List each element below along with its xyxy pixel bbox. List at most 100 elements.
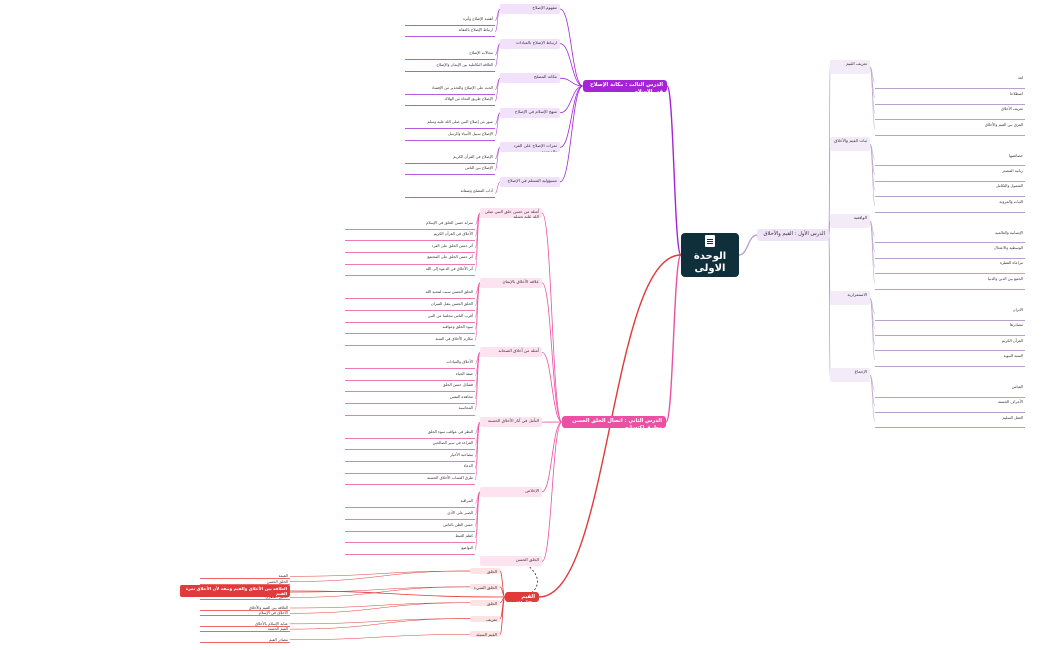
leaf-node[interactable]: طرق اكتساب الأخلاق الحسنة [345, 475, 475, 486]
connector-line [289, 602, 471, 609]
leaf-node[interactable]: الشمول والتكامل [875, 183, 1025, 198]
connector-line [289, 618, 471, 630]
branch-node[interactable]: ثمرات الإصلاح على الفرد والمجتمع [500, 142, 560, 153]
leaf-node[interactable]: الإصلاح سبيل الأنبياء والرسل [405, 131, 495, 141]
branch-node[interactable]: تعريف القيم [830, 60, 870, 74]
leaf-node[interactable]: القيم الحسنة [200, 626, 290, 633]
connector-line [666, 85, 682, 256]
branch-node[interactable]: الخلق الحسن [480, 556, 542, 567]
main-topic-left_top[interactable]: الدرس الثالث : مكانة الإصلاح في الإسلام [583, 80, 667, 92]
main-topic-right[interactable]: الدرس الأول : القيم والأخلاق [757, 229, 829, 241]
leaf-node[interactable]: أثر حسن الخلق على المجتمع [345, 254, 475, 265]
connector-line [474, 212, 481, 272]
branch-node[interactable]: القيم السيئة [470, 631, 500, 638]
branch-node[interactable]: أمثلة من أخلاق الصحابة [480, 347, 542, 358]
leaf-node[interactable]: الأخلاق في القرآن الكريم [345, 231, 475, 242]
leaf-node[interactable]: صفة الحياء [345, 371, 475, 381]
branch-node[interactable]: مكانة المصلح [500, 73, 560, 84]
leaf-node[interactable]: سوء الخلق وعواقبه [345, 324, 475, 335]
leaf-node[interactable]: الصبر على الأذى [345, 510, 475, 521]
leaf-node[interactable]: منزلة حسن الخلق في الإسلام [345, 220, 475, 230]
leaf-node[interactable]: مصادر القيم [200, 637, 290, 643]
leaf-node[interactable]: النظر في عواقب سوء الخلق [345, 429, 475, 439]
leaf-node[interactable]: صور من إصلاح النبي صلى الله عليه وسلم [405, 119, 495, 130]
branch-node[interactable]: أمثلة من حسن خلق النبي صلى الله عليه وسل… [480, 208, 542, 219]
leaf-node[interactable]: خصائصها [875, 153, 1025, 167]
root-node[interactable]: الوحدة الاولى [681, 233, 739, 277]
connector-line [289, 602, 471, 614]
leaf-node[interactable]: حسن الظن بالناس [345, 522, 475, 532]
leaf-node[interactable]: مصاحبة الأخيار [345, 452, 475, 462]
leaf-node[interactable]: فضائل حسن الخلق [345, 382, 475, 393]
leaf-node[interactable]: مصادرها [875, 322, 1025, 336]
branch-node[interactable]: ارتباط الإصلاح بالعبادات [500, 38, 560, 49]
leaf-node[interactable]: الخلق الحسن [200, 579, 290, 585]
branch-node[interactable]: التأمل في آثار الأخلاق الحسنة [480, 417, 542, 428]
document-icon [705, 234, 715, 247]
leaf-node[interactable]: الاتزان [875, 307, 1025, 321]
branch-node[interactable]: مفهوم الإصلاح [500, 4, 560, 15]
branch-node[interactable]: مسؤولية المسلم في الإصلاح [500, 176, 560, 187]
leaf-node[interactable]: كظم الغيظ [345, 533, 475, 544]
leaf-node[interactable]: الفرق بين القيم والأخلاق [875, 122, 1025, 136]
leaf-node[interactable]: الأعراف الحسنة [875, 399, 1025, 414]
leaf-node[interactable]: القراءة في سير الصالحين [345, 440, 475, 451]
leaf-node[interactable]: الخلق الحسن يثقل الميزان [345, 301, 475, 311]
leaf-node[interactable]: أهمية الإصلاح وأثره [405, 16, 495, 26]
branch-node[interactable]: الإجماع [830, 368, 870, 383]
leaf-node[interactable]: المراقبة [345, 498, 475, 509]
branch-node[interactable]: الواقعية [830, 214, 870, 229]
leaf-node[interactable]: آداب المصلح وصفاته [405, 188, 495, 199]
connector-line [559, 77, 584, 87]
branch-node[interactable]: تعريف الأخلاق [470, 615, 500, 622]
leaf-node[interactable]: القرآن الكريم [875, 338, 1025, 352]
leaf-node[interactable]: مكارم الأخلاق في السنة [345, 336, 475, 346]
leaf-node[interactable]: الحث على الإصلاح والتحذير من الإفساد [405, 85, 495, 95]
leaf-node[interactable]: القيمة [200, 573, 290, 580]
leaf-node[interactable]: الثبات والمرونة [875, 199, 1025, 213]
branch-node[interactable]: منهج الإسلام في الإصلاح [500, 107, 560, 118]
branch-node[interactable]: ثبات القيم والأخلاق [830, 137, 870, 151]
leaf-node[interactable]: الإنسانية والعالمية [875, 230, 1025, 244]
leaf-node[interactable]: أثر الأخلاق في الدعوة إلى الله [345, 266, 475, 277]
leaf-node[interactable]: مراعاة الفطرة [875, 260, 1025, 275]
leaf-node[interactable]: عناية الإسلام بالأخلاق [200, 621, 290, 627]
leaf-node[interactable]: الخلق الحسن سبب لمحبة الله [345, 289, 475, 300]
connector-line [474, 491, 481, 551]
leaf-node[interactable]: الجمع بين الدين والدنيا [875, 276, 1025, 290]
leaf-node[interactable]: التواضع [345, 545, 475, 555]
leaf-node[interactable]: العقل السليم [875, 415, 1025, 429]
branch-node[interactable]: الخلق المكتسب [470, 599, 500, 606]
leaf-node[interactable]: الأخلاق والعبادات [345, 359, 475, 370]
branch-node[interactable]: الإخلاص [480, 486, 542, 497]
branch-node[interactable]: الخلق السيء [470, 583, 500, 590]
leaf-node[interactable]: أقرب الناس مجلسا من النبي [345, 313, 475, 323]
leaf-node[interactable]: السنة النبوية [875, 353, 1025, 367]
main-topic-left_bottom[interactable]: القيم والأخلاق [505, 592, 539, 602]
leaf-node[interactable]: العلاقة بين القيم والأخلاق [200, 605, 290, 611]
leaf-node[interactable]: أثر حسن الخلق على الفرد [345, 243, 475, 253]
leaf-node[interactable]: ربانية المصدر [875, 168, 1025, 182]
branch-node[interactable]: الاستمرارية [830, 291, 870, 306]
branch-node[interactable]: علاقة الأخلاق بالإيمان [480, 277, 542, 288]
leaf-node[interactable]: اصطلاحا [875, 91, 1025, 105]
leaf-node[interactable]: الإصلاح في القرآن الكريم [405, 154, 495, 164]
leaf-node[interactable]: مجالات الإصلاح [405, 50, 495, 61]
leaf-node[interactable]: المحاسبة [345, 405, 475, 416]
callout-box[interactable]: العلاقة بين الأخلاق والقيم وثيقة لأن الأ… [180, 585, 290, 597]
leaf-node[interactable]: لغة [875, 75, 1025, 90]
leaf-node[interactable]: الإصلاح طريق النجاة من الهلاك [405, 96, 495, 107]
leaf-node[interactable]: الإصلاح بين الناس [405, 165, 495, 176]
connector-line [559, 85, 584, 183]
main-topic-left_middle[interactable]: الدرس الثاني : اتصال الخلق الحسن وطرق اك… [562, 416, 666, 428]
leaf-node[interactable]: الوسطية والاعتدال [875, 245, 1025, 259]
leaf-node[interactable]: ارتباط الإصلاح بالعقائد [405, 27, 495, 38]
branch-node[interactable]: الخلق [470, 568, 500, 574]
leaf-node[interactable]: مجاهدة النفس [345, 394, 475, 404]
leaf-node[interactable]: العلاقة التكاملية بين الإيمان والإصلاح [405, 62, 495, 72]
leaf-node[interactable]: القياس [875, 384, 1025, 398]
leaf-node[interactable]: الدعاء [345, 463, 475, 474]
leaf-node[interactable]: تعريف الأخلاق [875, 106, 1025, 121]
connector-line [828, 220, 831, 236]
leaf-node[interactable]: الأخلاق في الإسلام [200, 610, 290, 617]
